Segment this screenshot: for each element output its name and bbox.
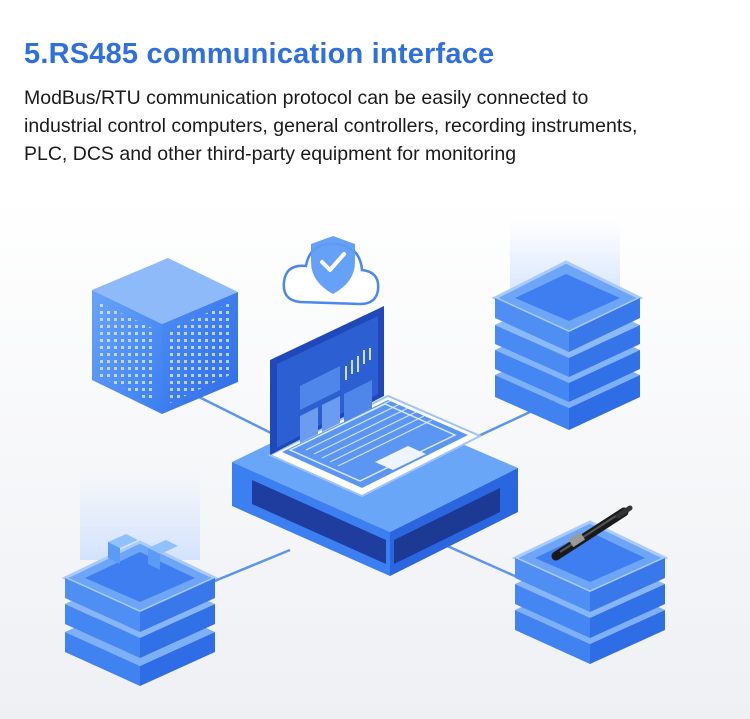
server-stack-icon xyxy=(491,220,644,430)
laptop-icon xyxy=(267,306,483,498)
screen-chart-icon xyxy=(300,348,372,443)
network-diagram xyxy=(0,190,750,719)
sensor-probe-stack-icon xyxy=(511,505,669,664)
description-line-1: ModBus/RTU communication protocol can be… xyxy=(24,87,589,109)
page-title: 5.RS485 communication interface xyxy=(24,38,495,70)
description-line-3: PLC, DCS and other third-party equipment… xyxy=(24,143,517,165)
network-illustration xyxy=(0,190,750,719)
sensor-probe-icon xyxy=(551,505,633,561)
cube-server-icon xyxy=(92,258,238,414)
header: 5.RS485 communication interface ModBus/R… xyxy=(24,36,734,168)
description: ModBus/RTU communication protocol can be… xyxy=(24,84,734,168)
data-blocks-stack-icon xyxy=(61,470,219,686)
cloud-shield-check-icon xyxy=(282,236,380,306)
description-line-2: industrial control computers, general co… xyxy=(24,115,638,137)
